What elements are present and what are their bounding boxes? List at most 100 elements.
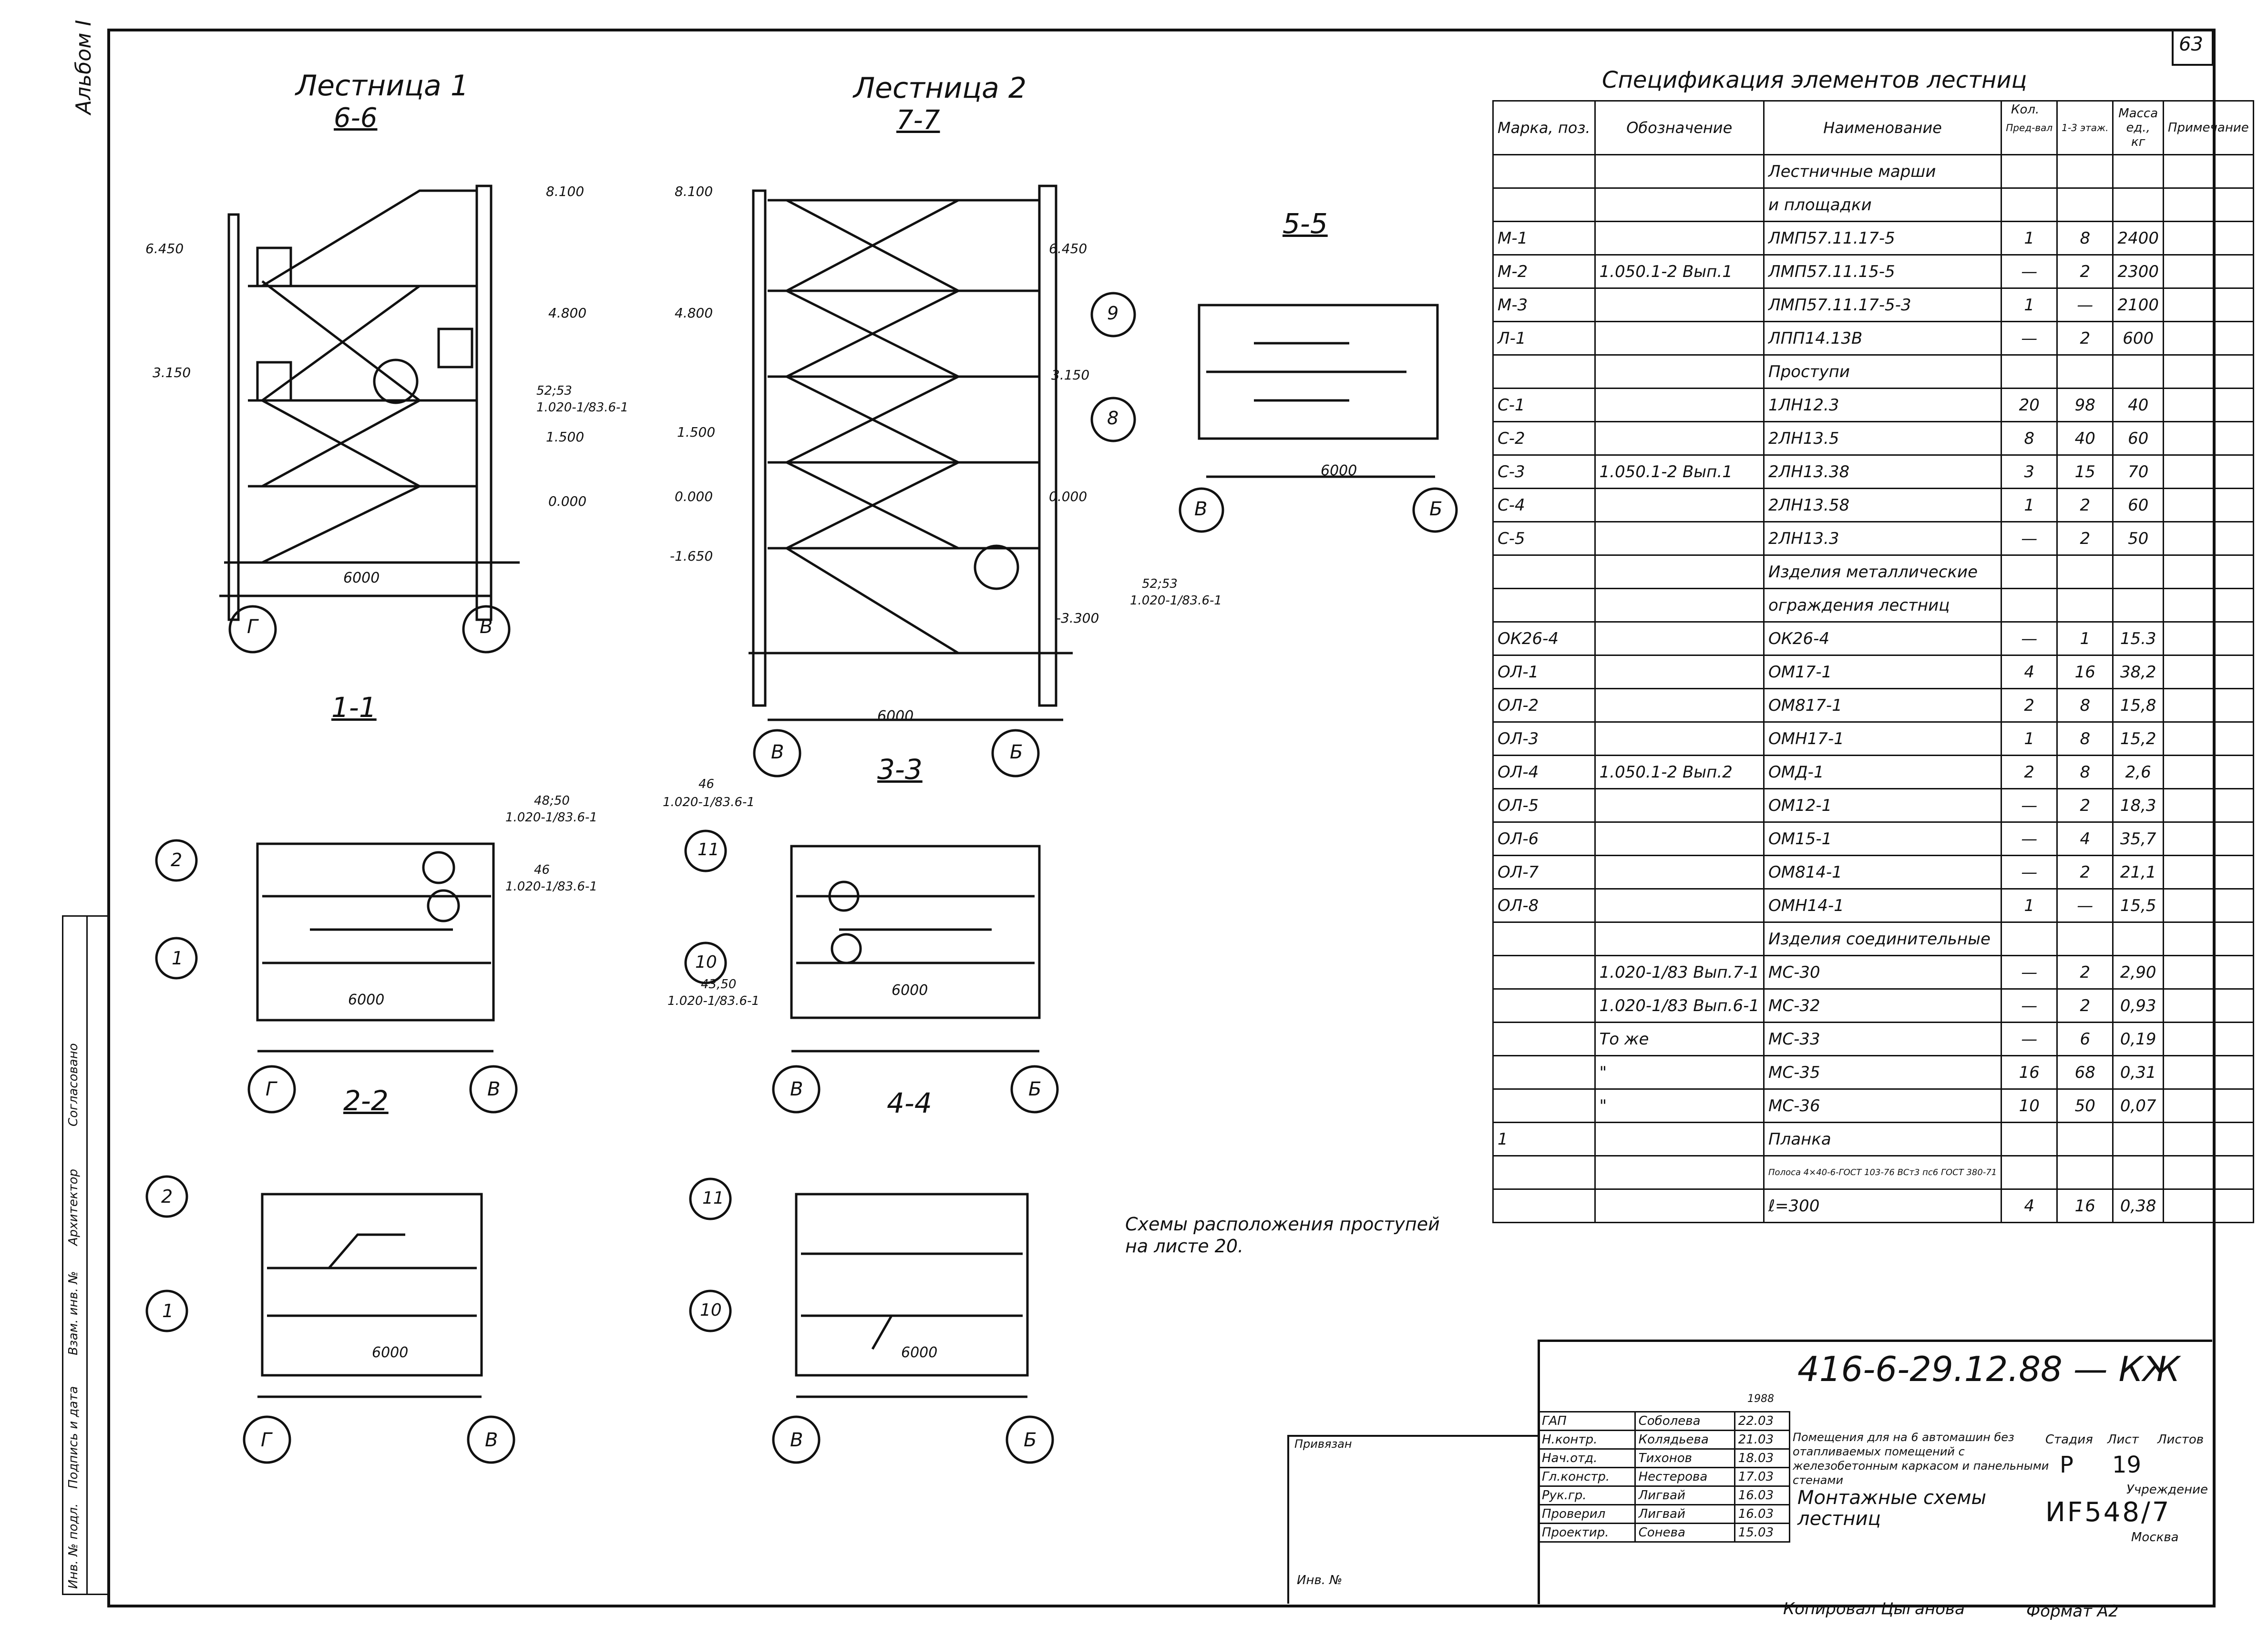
spec-cell-note (2162, 287, 2254, 322)
plan-1-1-title: 1-1 (331, 691, 377, 724)
elev-4800-s2: 4.800 (675, 305, 713, 321)
city: Москва (2131, 1530, 2179, 1545)
section-6-6 (219, 184, 520, 654)
spec-cell-doc: " (1594, 1088, 1765, 1123)
spec-cell-name: ОМ817-1 (1763, 688, 2002, 723)
spec-cell-mark: ОЛ-4 (1492, 755, 1596, 789)
spec-cell-note (2162, 1055, 2254, 1090)
signature-role: Нач.отд. (1538, 1448, 1636, 1468)
spec-cell-q2: 1 (2056, 621, 2114, 656)
spec-cell-mass (2112, 1122, 2164, 1156)
spec-cell-mass: 38,2 (2112, 655, 2164, 689)
doc-code: 416-6-29.12.88 — КЖ (1797, 1349, 2180, 1389)
spec-cell-name: ОМН14-1 (1763, 888, 2002, 923)
spec-cell-doc (1594, 888, 1765, 923)
spec-row: Изделия металлические (1492, 554, 2254, 589)
spec-cell-mark: М-3 (1492, 287, 1596, 322)
spec-cell-q1: 1 (2001, 221, 2058, 256)
signature-date: 16.03 (1734, 1504, 1791, 1524)
spec-cell-name: Изделия соединительные (1763, 921, 2002, 956)
spec-cell-q1: — (2001, 788, 2058, 823)
spec-cell-q1: — (2001, 988, 2058, 1023)
elev-m1650-s2: -1.650 (670, 548, 713, 564)
spec-head-qty: Кол. (2011, 102, 2040, 117)
axis-b-55: Б (1429, 498, 1443, 520)
spec-cell-doc (1594, 655, 1765, 689)
spec-cell-q1: 16 (2001, 1055, 2058, 1090)
spec-cell-doc: " (1594, 1055, 1765, 1090)
spec-cell-mark (1492, 554, 1596, 589)
spec-cell-note (2162, 154, 2254, 189)
signature-name: Сонева (1634, 1523, 1735, 1543)
org-label: Учреждение (2126, 1483, 2208, 1497)
elev-8100-s1: 8.100 (546, 184, 585, 199)
spec-cell-q2: 8 (2056, 721, 2114, 756)
spec-cell-q2: 6 (2056, 1022, 2114, 1056)
spec-cell-note (2162, 187, 2254, 222)
spec-cell-doc (1594, 521, 1765, 556)
spec-cell-doc (1594, 187, 1765, 222)
spec-cell-mass: 50 (2112, 521, 2164, 556)
spec-cell-name: ОК26-4 (1763, 621, 2002, 656)
spec-head-name: Наименование (1763, 100, 2002, 155)
spec-cell-q2: 68 (2056, 1055, 2114, 1090)
sheet-label: Лист (2107, 1433, 2139, 1447)
spec-cell-mark (1492, 921, 1596, 956)
spec-cell-q2: 8 (2056, 755, 2114, 789)
spec-cell-q2 (2056, 154, 2114, 189)
spec-cell-name: МС-35 (1763, 1055, 2002, 1090)
spec-cell-note (2162, 554, 2254, 589)
signature-role: Гл.констр. (1538, 1467, 1636, 1487)
spec-cell-name: ограждения лестниц (1763, 588, 2002, 623)
spec-cell-note (2162, 755, 2254, 789)
spec-cell-mark: Л-1 (1492, 321, 1596, 356)
spec-cell-mass: 2300 (2112, 254, 2164, 289)
spec-cell-mark: ОЛ-7 (1492, 855, 1596, 890)
axis-2-11: 2 (171, 849, 183, 870)
spec-cell-mass: 0,19 (2112, 1022, 2164, 1056)
spec-cell-name: МС-36 (1763, 1088, 2002, 1123)
spec-cell-q2: 2 (2056, 321, 2114, 356)
axis-v-33: В (790, 1078, 803, 1100)
spec-cell-q2: 2 (2056, 855, 2114, 890)
plan-2-2 (145, 1175, 515, 1464)
spec-cell-name: и площадки (1763, 187, 2002, 222)
ref-1020-33b: 1.020-1/83.6-1 (667, 994, 759, 1008)
inv-label: Инв. № (1297, 1573, 1343, 1587)
spec-cell-q1: 3 (2001, 454, 2058, 489)
side-label: Альбом I (72, 20, 96, 114)
axis-v-s77: В (771, 741, 784, 763)
dim-6000-44: 6000 (901, 1344, 938, 1361)
spec-cell-q2: 8 (2056, 221, 2114, 256)
spec-cell-mark: ОК26-4 (1492, 621, 1596, 656)
spec-cell-mass (2112, 554, 2164, 589)
axis-v-22: В (485, 1429, 498, 1451)
spec-cell-q2: 2 (2056, 788, 2114, 823)
spec-cell-mass: 70 (2112, 454, 2164, 489)
spec-cell-doc (1594, 1122, 1765, 1156)
spec-cell-doc: 1.020-1/83 Вып.6-1 (1594, 988, 1765, 1023)
signature-name: Тихонов (1634, 1448, 1735, 1468)
spec-cell-name: ОМН17-1 (1763, 721, 2002, 756)
spec-cell-mass: 15,2 (2112, 721, 2164, 756)
spec-cell-mark (1492, 1188, 1596, 1223)
ref-1020-s1: 1.020-1/83.6-1 (536, 400, 628, 415)
spec-cell-name: Планка (1763, 1122, 2002, 1156)
plan-4-4 (689, 1177, 1054, 1464)
spec-cell-q1: — (2001, 521, 2058, 556)
spec-cell-note (2162, 621, 2254, 656)
spec-row: Изделия соединительные (1492, 921, 2254, 956)
signature-date: 16.03 (1734, 1485, 1791, 1505)
spec-cell-note (2162, 988, 2254, 1023)
spec-cell-note (2162, 1088, 2254, 1123)
spec-cell-doc (1594, 287, 1765, 322)
spec-cell-q1: — (2001, 855, 2058, 890)
spec-cell-mass (2112, 354, 2164, 389)
